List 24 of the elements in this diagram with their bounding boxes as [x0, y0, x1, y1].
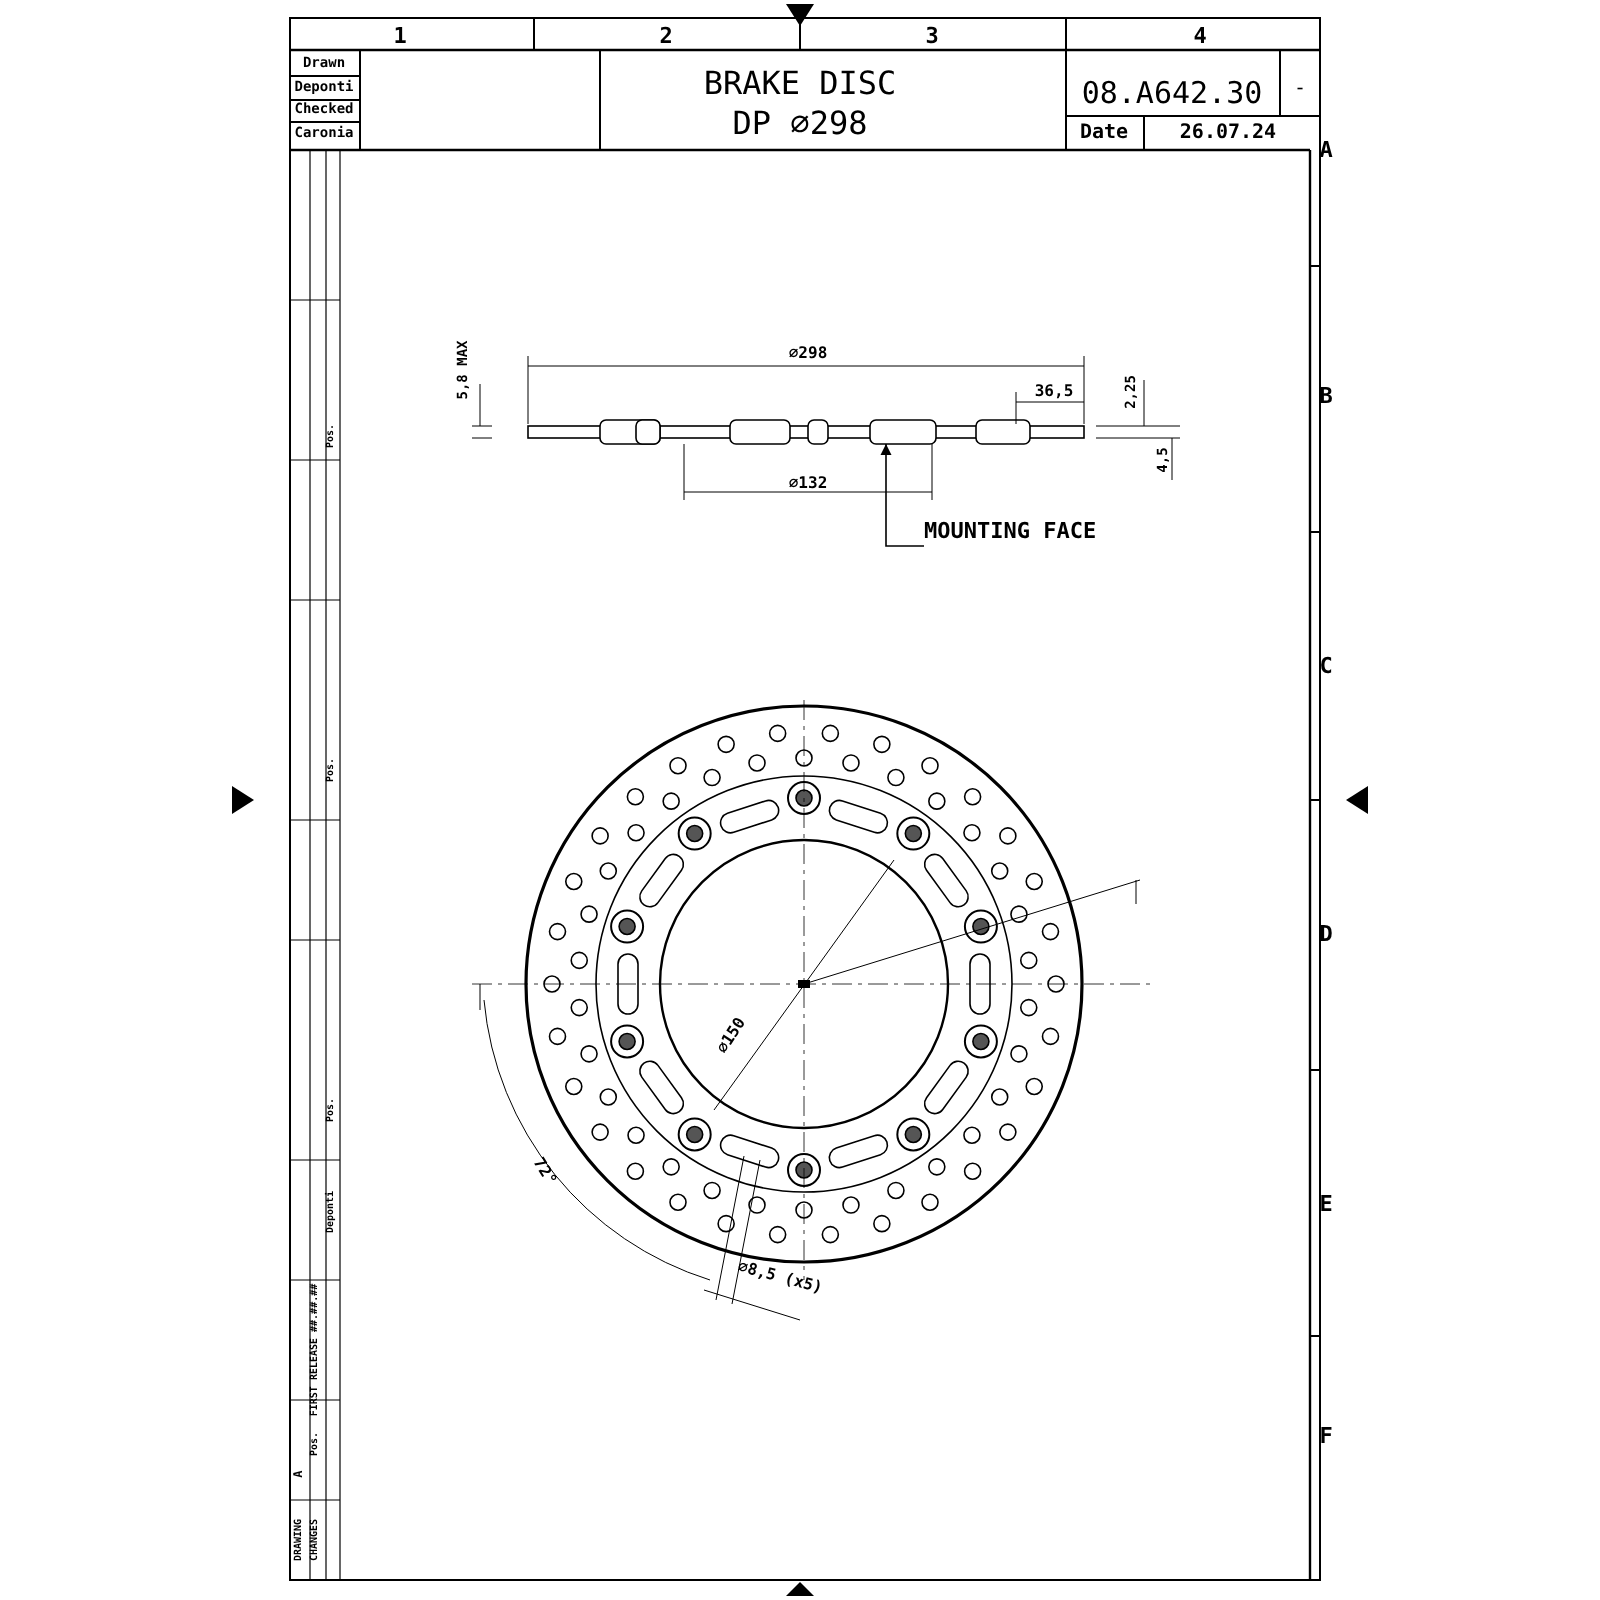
part-number: 08.A642.30 [1081, 79, 1263, 109]
drawing-title: BRAKE DISC [703, 68, 897, 100]
disc-side-view-drawing [527, 419, 1085, 445]
leader-line [880, 443, 925, 547]
dimension-value: ⌀8,5 (x5) [736, 1259, 824, 1297]
grid-reference: A [1319, 139, 1333, 161]
dimension-value: 36,5 [1034, 384, 1074, 400]
dimension-value: ⌀132 [788, 476, 828, 492]
grid-reference: 3 [925, 25, 939, 47]
grid-reference: D [1319, 923, 1333, 945]
grid-reference: F [1319, 1425, 1333, 1447]
grid-reference: 4 [1193, 25, 1207, 47]
grid-reference: B [1319, 385, 1333, 407]
title-block-label: Date [1079, 124, 1129, 144]
callout-text: MOUNTING FACE [924, 520, 1097, 542]
grid-reference: C [1319, 655, 1333, 677]
grid-reference: E [1319, 1193, 1333, 1215]
dimension-value: 72° [529, 1155, 559, 1189]
drawing-title: DP ⌀298 [732, 108, 868, 140]
grid-reference: 1 [393, 25, 407, 47]
dimension-value: ⌀298 [788, 346, 828, 362]
date-value: 26.07.24 [1179, 124, 1277, 144]
revision-mark: - [1293, 80, 1307, 100]
grid-reference: 2 [659, 25, 673, 47]
